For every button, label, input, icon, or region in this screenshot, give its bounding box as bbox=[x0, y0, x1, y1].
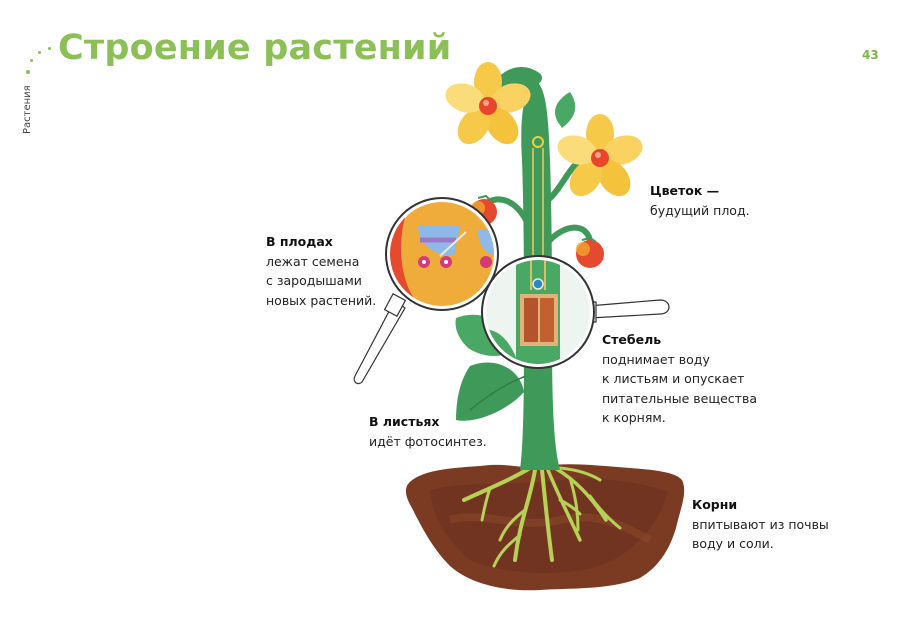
flower-illustration-2 bbox=[557, 114, 643, 197]
caption-line: воду и соли. bbox=[692, 536, 774, 551]
caption-line: питательные вещества bbox=[602, 390, 757, 406]
caption-line: будущий плод. bbox=[650, 202, 750, 218]
caption-stem: Стебель поднимает воду к листьям и опуск… bbox=[602, 330, 757, 428]
fruit-illustration-2 bbox=[576, 236, 604, 268]
caption-heading: Цветок — bbox=[650, 183, 720, 198]
caption-line: новых растений. bbox=[266, 292, 377, 308]
flower-illustration-1 bbox=[445, 62, 531, 145]
caption-line: к листьям и опускает bbox=[602, 371, 745, 386]
caption-heading: Стебель bbox=[602, 332, 662, 347]
page-title: Строение растений bbox=[58, 28, 452, 68]
caption-fruits: В плодах лежат семена с зародышами новых… bbox=[266, 232, 376, 310]
caption-heading: В плодах bbox=[266, 234, 333, 249]
caption-line: поднимает воду bbox=[602, 351, 710, 367]
caption-line: с зародышами bbox=[266, 273, 362, 288]
caption-heading: Корни bbox=[692, 497, 738, 512]
decorative-dot bbox=[38, 51, 41, 54]
caption-roots: Корни впитывают из почвы воду и соли. bbox=[692, 495, 829, 554]
caption-line: впитывают из почвы bbox=[692, 516, 829, 532]
caption-line: к корням. bbox=[602, 410, 666, 425]
small-leaf bbox=[555, 92, 576, 128]
caption-leaves: В листьях идёт фотосинтез. bbox=[369, 412, 487, 451]
page-number: 43 bbox=[862, 48, 879, 62]
decorative-dot bbox=[26, 70, 30, 74]
caption-flower: Цветок — будущий плод. bbox=[650, 181, 750, 220]
caption-heading: В листьях bbox=[369, 414, 440, 429]
decorative-dot bbox=[30, 59, 33, 62]
decorative-dot bbox=[48, 47, 51, 50]
caption-line: лежат семена bbox=[266, 253, 360, 269]
roots-illustration bbox=[462, 466, 622, 568]
fruit-magnifier bbox=[353, 197, 499, 385]
caption-line: идёт фотосинтез. bbox=[369, 433, 487, 449]
